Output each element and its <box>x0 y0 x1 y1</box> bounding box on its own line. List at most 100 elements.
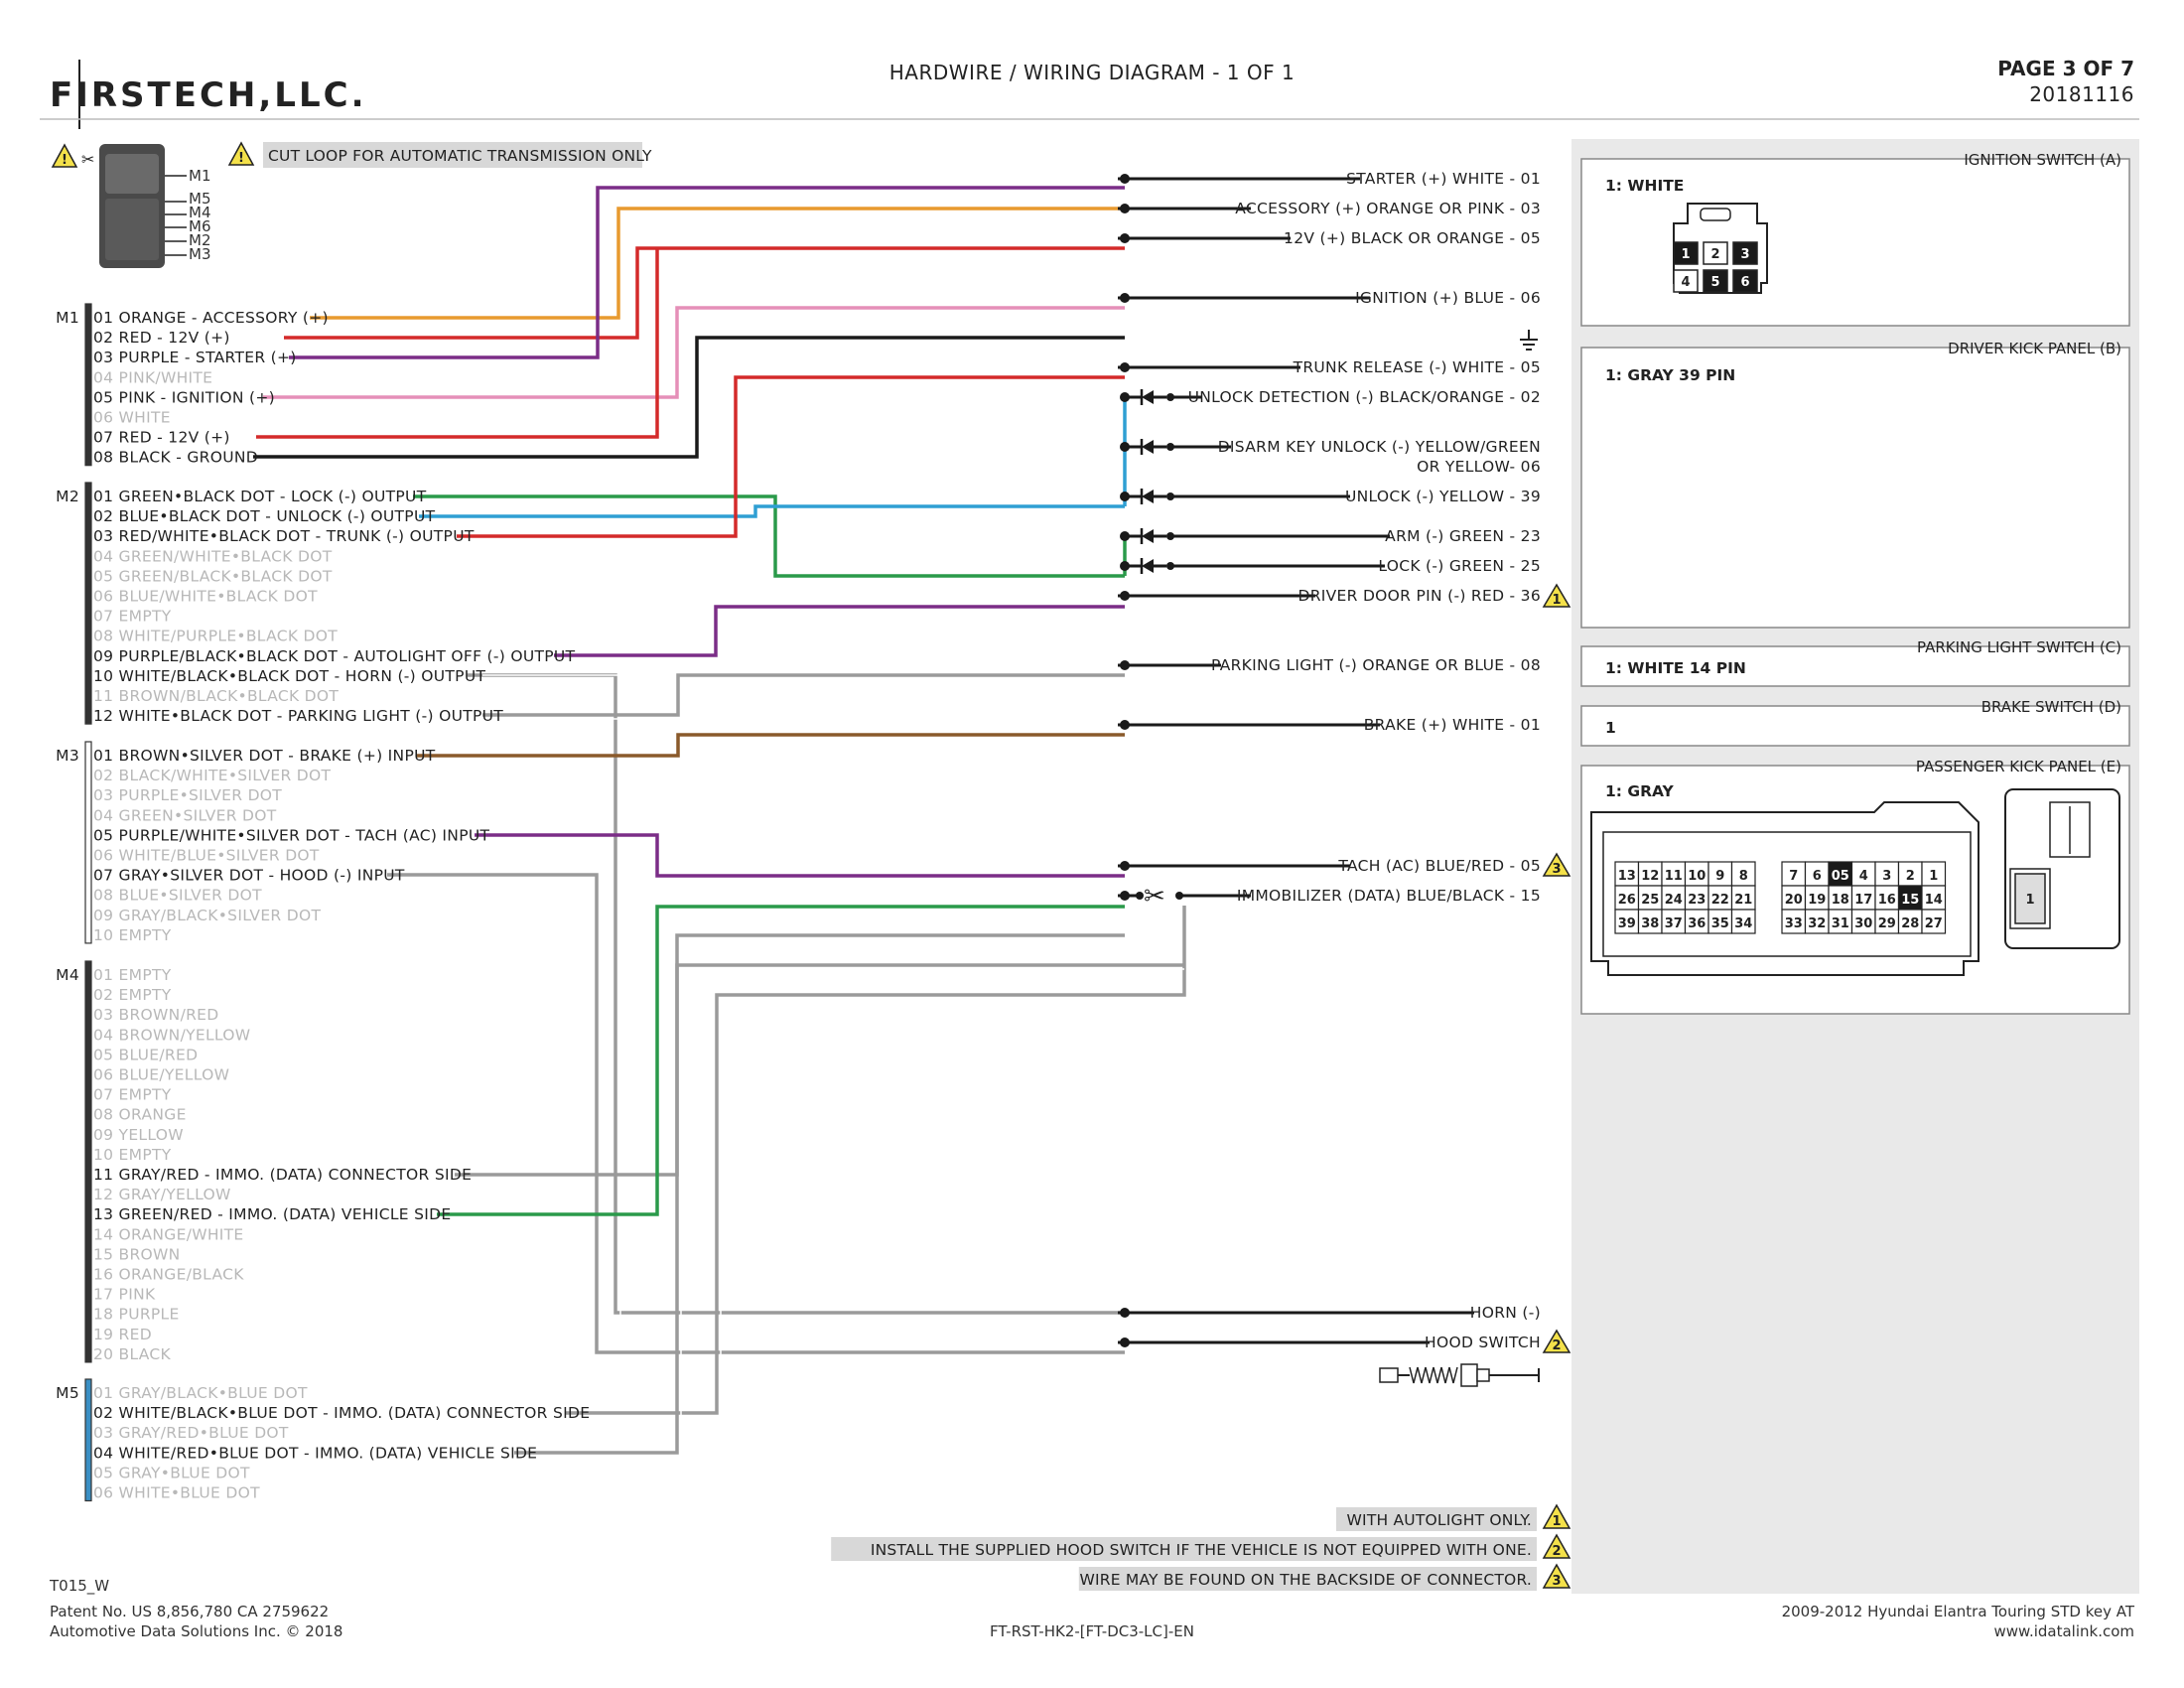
pin-number: 23 <box>1688 893 1706 908</box>
pin-label: 06 BLUE/WHITE•BLACK DOT <box>93 588 318 606</box>
pin-label: 04 PINK/WHITE <box>93 368 212 386</box>
panel-title: DRIVER KICK PANEL (B) <box>1948 340 2121 357</box>
vehicle-wire-label: 12V (+) BLACK OR ORANGE - 05 <box>1284 229 1541 247</box>
vehicle-wire-terminal: IMMOBILIZER (DATA) BLUE/BLACK - 15 <box>1118 887 1541 905</box>
footnote-text: INSTALL THE SUPPLIED HOOD SWITCH IF THE … <box>871 1541 1532 1559</box>
wire-12v-1 <box>284 246 1125 340</box>
svg-text:3: 3 <box>1552 862 1561 877</box>
pin-cell <box>1673 241 1699 265</box>
footnote: WITH AUTOLIGHT ONLY.1 <box>1336 1503 1571 1531</box>
pin-number: 30 <box>1854 916 1872 931</box>
module-port-label: M4 <box>189 204 211 221</box>
vehicle-wire-label: BRAKE (+) WHITE - 01 <box>1364 716 1541 734</box>
wire-unlock <box>419 504 1125 518</box>
svg-text:2: 2 <box>1552 1338 1561 1353</box>
page-number: PAGE 3 OF 7 <box>1997 57 2134 80</box>
pin-number: 6 <box>1740 275 1749 290</box>
splice-point <box>1120 174 1130 184</box>
hood-switch-icon <box>1379 1363 1540 1387</box>
pin-number: 21 <box>1734 893 1752 908</box>
pin-number: 7 <box>1789 869 1798 884</box>
pin-number: 26 <box>1618 893 1636 908</box>
svg-text:!: ! <box>62 153 68 168</box>
footnote-bg <box>1336 1507 1537 1531</box>
vehicle-wire-label: TRUNK RELEASE (-) WHITE - 05 <box>1293 358 1541 376</box>
pin-number: 17 <box>1854 893 1872 908</box>
pin-label: 04 WHITE/RED•BLUE DOT - IMMO. (DATA) VEH… <box>93 1444 537 1462</box>
pin-label: 06 WHITE•BLUE DOT <box>93 1484 260 1502</box>
warning-icon <box>1542 1503 1571 1529</box>
pin-label: 05 GREEN/BLACK•BLACK DOT <box>93 567 333 585</box>
pin-label: 09 YELLOW <box>93 1126 184 1144</box>
pin-label: 03 PURPLE•SILVER DOT <box>93 786 282 804</box>
diode-icon <box>1142 440 1154 454</box>
pin-number: 2 <box>1906 869 1915 884</box>
module-port-label: M6 <box>189 217 211 235</box>
parking-light-switch-panel: PARKING LIGHT SWITCH (C) 1: WHITE 14 PIN <box>1580 638 2130 687</box>
vehicle-wire-terminal: DRIVER DOOR PIN (-) RED - 36 <box>1118 587 1541 605</box>
wire-12v-2 <box>256 248 659 439</box>
panel-title: PARKING LIGHT SWITCH (C) <box>1917 638 2121 656</box>
pin-label: 04 GREEN/WHITE•BLACK DOT <box>93 547 333 565</box>
splice-point <box>1120 392 1130 402</box>
wire-autolight <box>554 605 1125 657</box>
pin-label: 07 EMPTY <box>93 608 172 626</box>
header: FIRSTECH,LLC. HARDWIRE / WIRING DIAGRAM … <box>40 57 2139 129</box>
warning-icon: 1 <box>1542 583 1571 608</box>
pin-number: 32 <box>1808 916 1826 931</box>
wire-accessory <box>310 207 1125 320</box>
pin-label: 06 BLUE/YELLOW <box>93 1066 229 1084</box>
pin-number: 33 <box>1785 916 1803 931</box>
pin-number: 38 <box>1641 916 1659 931</box>
pin-number: 28 <box>1901 916 1919 931</box>
pin-label: 08 BLUE•SILVER DOT <box>93 887 262 905</box>
pin-label: 09 PURPLE/BLACK•BLACK DOT - AUTOLIGHT OF… <box>93 647 576 665</box>
pin-label: 07 GRAY•SILVER DOT - HOOD (-) INPUT <box>93 867 405 885</box>
pin-number: 5 <box>1710 275 1719 290</box>
vehicle-wire-label: TACH (AC) BLUE/RED - 05 <box>1337 857 1541 875</box>
footnote-text: WIRE MAY BE FOUND ON THE BACKSIDE OF CON… <box>1080 1571 1533 1589</box>
splice-point <box>1120 531 1130 541</box>
pin-cell <box>1730 909 1756 934</box>
firstech-logo: FIRSTECH,LLC. <box>50 75 366 115</box>
wire-hood <box>387 873 1125 1354</box>
wire-trunk <box>457 375 1125 538</box>
pin-number: 15 <box>1901 893 1919 908</box>
vehicle-wire-label: HORN (-) <box>1470 1304 1541 1322</box>
connector-name: M5 <box>56 1384 79 1402</box>
pin-label: 01 EMPTY <box>93 966 172 984</box>
pin-number: 35 <box>1711 916 1729 931</box>
warning-markers: 1 3 2 <box>1542 583 1571 1353</box>
pin-label: 19 RED <box>93 1326 152 1343</box>
vehicle-wire-label: IGNITION (+) BLUE - 06 <box>1355 289 1541 307</box>
splice-point <box>1120 362 1130 372</box>
cut-loop-label: CUT LOOP FOR AUTOMATIC TRANSMISSION ONLY <box>268 147 652 165</box>
website-link[interactable]: www.idatalink.com <box>1994 1622 2134 1640</box>
vehicle-wire-terminal: BRAKE (+) WHITE - 01 <box>1118 716 1541 734</box>
pin-number: 6 <box>1813 869 1822 884</box>
pin-number: 27 <box>1925 916 1943 931</box>
svg-text:!: ! <box>238 151 244 166</box>
brake-switch-panel: BRAKE SWITCH (D) 1 <box>1580 698 2130 747</box>
pin-cell <box>1732 241 1758 265</box>
pin-label: 09 GRAY/BLACK•SILVER DOT <box>93 907 321 924</box>
pin-cell <box>1673 269 1699 293</box>
panel-title: BRAKE SWITCH (D) <box>1981 698 2121 716</box>
panel-subtitle: 1: WHITE <box>1605 177 1684 195</box>
panel-subtitle: 1: WHITE 14 PIN <box>1605 659 1746 677</box>
pin-number: 1 <box>1929 869 1938 884</box>
pin-number: 16 <box>1878 893 1896 908</box>
splice-point <box>1120 591 1130 601</box>
pin-number: 2 <box>1710 247 1719 262</box>
pin-label: 03 RED/WHITE•BLACK DOT - TRUNK (-) OUTPU… <box>93 527 475 545</box>
warning-icon <box>51 143 78 168</box>
wire-ground <box>253 336 1125 459</box>
pin-number: 10 <box>1688 869 1706 884</box>
vehicle-wire-terminal: LOCK (-) GREEN - 25 <box>1120 557 1541 575</box>
